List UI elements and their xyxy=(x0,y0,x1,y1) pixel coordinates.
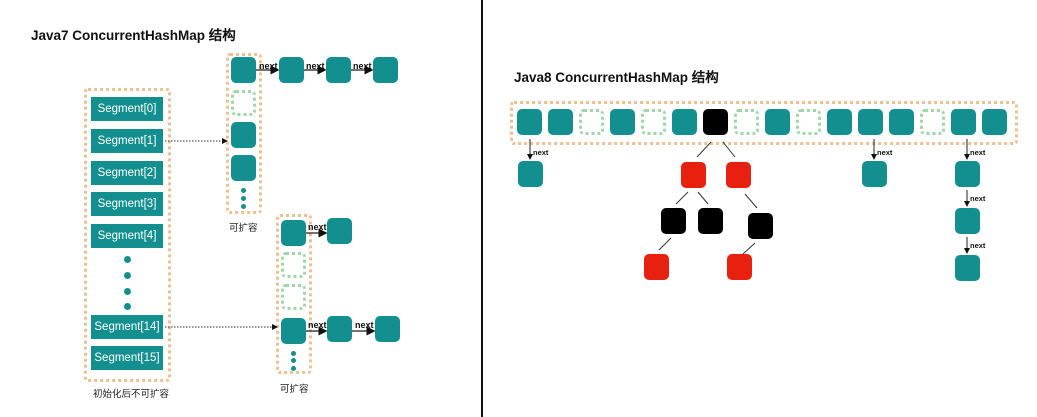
hash-entry xyxy=(327,218,352,244)
ellipsis-dot xyxy=(291,351,296,356)
tree-edge xyxy=(742,242,756,255)
segment-14: Segment[14] xyxy=(91,315,163,339)
hash-table-1 xyxy=(226,53,262,214)
tree-edge xyxy=(675,191,689,205)
hash-entry xyxy=(231,57,256,83)
next-label: next xyxy=(970,241,986,250)
tree-node-black xyxy=(661,208,686,234)
tree-edge xyxy=(744,193,758,209)
java7-title: Java7 ConcurrentHashMap 结构 xyxy=(31,28,236,43)
segment-1: Segment[1] xyxy=(91,129,163,153)
next-label: next xyxy=(970,194,986,203)
tree-node-black xyxy=(698,208,723,234)
next-label: next xyxy=(970,148,986,157)
segments-container xyxy=(84,88,171,382)
tree-node-black xyxy=(748,213,773,239)
hash-entry xyxy=(955,255,980,281)
array-slot xyxy=(548,109,573,135)
hash-entry xyxy=(518,161,543,187)
empty-slot xyxy=(734,109,759,135)
hash-entry xyxy=(281,220,306,246)
array-slot xyxy=(765,109,790,135)
empty-slot xyxy=(281,284,306,310)
segment-0: Segment[0] xyxy=(91,97,163,121)
array-slot xyxy=(889,109,914,135)
segment-4: Segment[4] xyxy=(91,224,163,248)
array-slot xyxy=(610,109,635,135)
hash-entry xyxy=(862,161,887,187)
hash-entry xyxy=(955,208,980,234)
empty-slot xyxy=(920,109,945,135)
empty-slot xyxy=(579,109,604,135)
array-slot xyxy=(517,109,542,135)
node-array xyxy=(510,101,1018,145)
array-slot xyxy=(982,109,1007,135)
next-label: next xyxy=(306,61,325,71)
array-slot xyxy=(672,109,697,135)
next-label: next xyxy=(533,148,549,157)
hash-entry xyxy=(326,57,351,83)
java8-title: Java8 ConcurrentHashMap 结构 xyxy=(514,70,719,85)
empty-slot xyxy=(231,90,256,116)
empty-slot xyxy=(281,252,306,278)
hash-entry xyxy=(955,161,980,187)
hash-entry xyxy=(327,316,352,342)
empty-slot xyxy=(796,109,821,135)
tree-bin-slot xyxy=(703,109,728,135)
hash-table-2 xyxy=(276,214,312,374)
segment-2: Segment[2] xyxy=(91,161,163,185)
hash-entry xyxy=(373,57,398,83)
ellipsis-dot xyxy=(124,272,131,279)
hash-entry xyxy=(231,155,256,181)
ellipsis-dot xyxy=(291,358,296,363)
hash-entry xyxy=(231,122,256,148)
ellipsis-dot xyxy=(241,188,246,193)
next-label: next xyxy=(353,61,372,71)
empty-slot xyxy=(641,109,666,135)
divider xyxy=(481,0,483,417)
next-label: next xyxy=(308,222,327,232)
ellipsis-dot xyxy=(124,303,131,310)
ellipsis-dot xyxy=(124,288,131,295)
array-slot xyxy=(951,109,976,135)
next-label: next xyxy=(259,61,278,71)
tree-edge xyxy=(697,191,709,205)
ellipsis-dot xyxy=(291,366,296,371)
tree-node-red xyxy=(727,254,752,280)
ellipsis-dot xyxy=(241,196,246,201)
segments-caption: 初始化后不可扩容 xyxy=(93,389,170,400)
tree-node-red xyxy=(726,162,751,188)
segment-3: Segment[3] xyxy=(91,192,163,216)
next-label: next xyxy=(877,148,893,157)
hash-entry xyxy=(279,57,304,83)
next-label: next xyxy=(308,320,327,330)
array-slot xyxy=(858,109,883,135)
ellipsis-dot xyxy=(241,204,246,209)
table-caption: 可扩容 xyxy=(280,384,309,395)
hash-entry xyxy=(281,318,306,344)
array-slot xyxy=(827,109,852,135)
next-label: next xyxy=(355,320,374,330)
hash-entry xyxy=(375,316,400,342)
ellipsis-dot xyxy=(124,256,131,263)
tree-node-red xyxy=(644,254,669,280)
table-caption: 可扩容 xyxy=(229,223,258,234)
segment-15: Segment[15] xyxy=(91,346,163,370)
tree-node-red xyxy=(681,162,706,188)
tree-edge xyxy=(658,237,672,251)
